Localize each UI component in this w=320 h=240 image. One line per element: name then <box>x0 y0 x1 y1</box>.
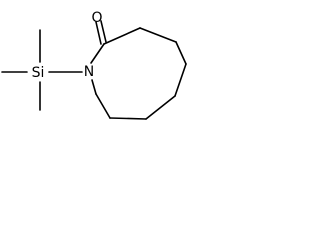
atom-nitrogen-label: N <box>84 64 94 80</box>
bond-c3-c4 <box>139 27 177 43</box>
molecule-structure-diagram: O N Si <box>1 10 187 120</box>
bond-n1-c2 <box>90 43 105 64</box>
bond-c5-c6 <box>174 63 187 97</box>
bond-c6-c7 <box>145 95 176 120</box>
carbonyl-double-bond <box>95 20 107 45</box>
bond-c2-c3 <box>103 27 141 45</box>
bond-c4-c5 <box>175 41 187 65</box>
bond-c8-c9 <box>95 93 111 119</box>
atom-oxygen-label: O <box>91 10 102 26</box>
ring-bonds <box>90 27 187 120</box>
bond-c7-c8 <box>109 117 147 120</box>
bond-c9-n1 <box>91 79 97 95</box>
silicon-methyl-bonds <box>1 29 41 111</box>
bond-c2-o-b <box>100 20 107 43</box>
bond-c2-o-a <box>95 21 102 45</box>
atom-silicon-label: Si <box>32 65 45 81</box>
